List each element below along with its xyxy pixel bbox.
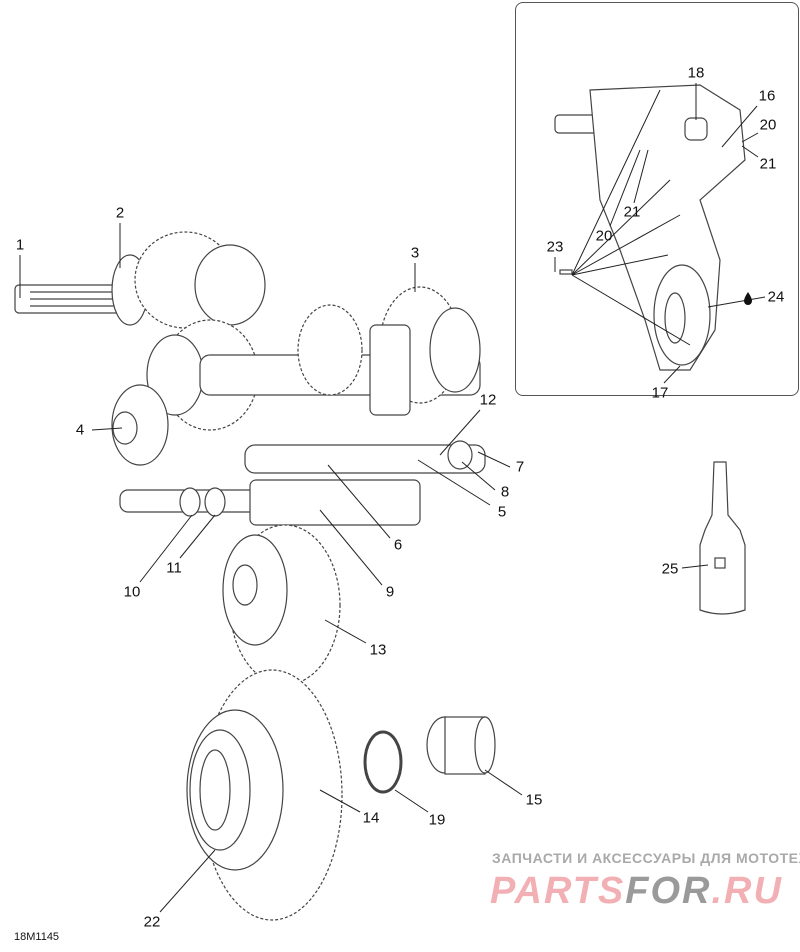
callout-4[interactable]: 4: [75, 421, 85, 439]
callout-18[interactable]: 18: [687, 64, 705, 82]
callout-10[interactable]: 10: [123, 583, 141, 601]
watermark-tagline: ЗАПЧАСТИ И АКСЕССУАРЫ ДЛЯ МОТОТЕХНИКИ: [492, 850, 800, 866]
callout-20[interactable]: 20: [759, 116, 777, 134]
bushing: [426, 716, 496, 775]
gear-cluster: [111, 286, 481, 466]
callout-15[interactable]: 15: [525, 791, 543, 809]
callout-6[interactable]: 6: [393, 536, 403, 554]
callout-5[interactable]: 5: [497, 503, 507, 521]
callout-21-inner[interactable]: 21: [623, 203, 641, 221]
callout-7[interactable]: 7: [515, 458, 525, 476]
logo-part-2: FOR: [625, 870, 712, 912]
callout-25[interactable]: 25: [661, 560, 679, 578]
gear-13: [222, 524, 341, 686]
callout-20-inner[interactable]: 20: [595, 227, 613, 245]
callout-2[interactable]: 2: [115, 204, 125, 222]
callout-8[interactable]: 8: [500, 483, 510, 501]
callout-21[interactable]: 21: [759, 155, 777, 173]
callout-19[interactable]: 19: [428, 811, 446, 829]
callout-16[interactable]: 16: [758, 87, 776, 105]
callout-24[interactable]: 24: [767, 288, 785, 306]
shift-shaft: [119, 440, 486, 526]
logo-part-1: PARTS: [490, 870, 626, 912]
callout-1[interactable]: 1: [15, 236, 25, 254]
oil-bottle: [699, 461, 746, 615]
logo-part-3: .RU: [711, 870, 783, 912]
callout-11[interactable]: 11: [166, 559, 182, 577]
gearbox-housing-inset: [515, 2, 799, 396]
o-ring: [363, 730, 403, 794]
callout-23[interactable]: 23: [546, 238, 564, 256]
leader-lines: [19, 83, 766, 913]
watermark-logo: PARTSFOR.RU: [490, 872, 783, 910]
callout-3[interactable]: 3: [410, 244, 420, 262]
callout-22[interactable]: 22: [143, 913, 161, 931]
callout-12[interactable]: 12: [479, 391, 497, 409]
callout-9[interactable]: 9: [385, 583, 395, 601]
diagram-code: 18M1145: [14, 931, 60, 943]
callout-14[interactable]: 14: [362, 809, 380, 827]
input-shaft: [14, 231, 266, 329]
gear-14: [186, 669, 343, 921]
gearbox-housing: [554, 84, 746, 371]
oil-drop-icon: [744, 292, 752, 305]
callout-17[interactable]: 17: [651, 384, 669, 402]
callout-13[interactable]: 13: [369, 641, 387, 659]
